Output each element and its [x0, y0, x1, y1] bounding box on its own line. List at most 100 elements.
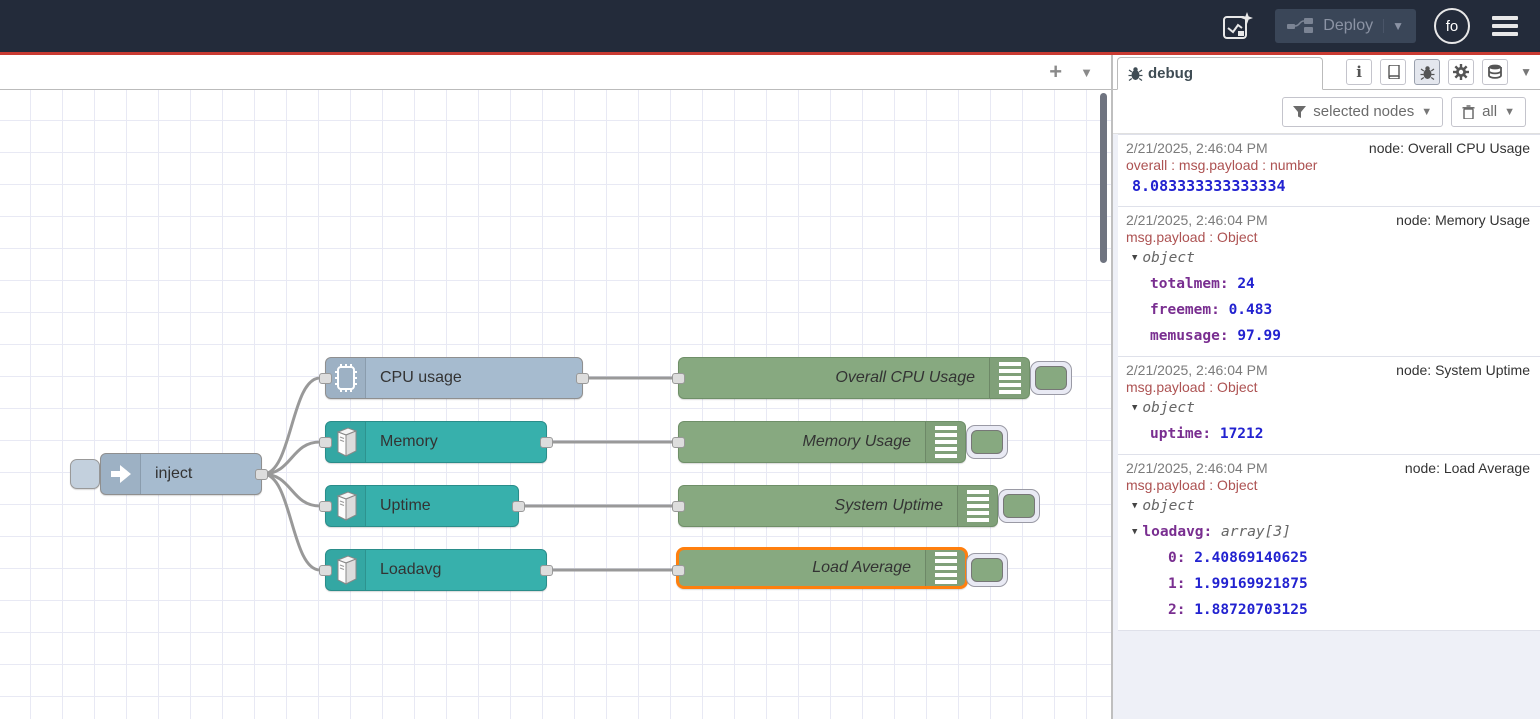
wire[interactable] [262, 472, 321, 572]
tab-debug-label: debug [1148, 65, 1193, 82]
book-icon [1386, 65, 1401, 79]
node-memory[interactable]: Memory [319, 421, 553, 463]
canvas-vertical-scrollbar[interactable] [1100, 93, 1107, 263]
object-value: 24 [1237, 276, 1255, 292]
node-label: Memory Usage [802, 433, 911, 450]
input-port[interactable] [319, 437, 332, 448]
output-port[interactable] [255, 469, 268, 480]
debug-message-list[interactable]: 2/21/2025, 2:46:04 PM node: Overall CPU … [1113, 134, 1540, 719]
object-key: freemem: [1150, 302, 1220, 318]
deploy-label: Deploy [1323, 17, 1374, 34]
wire[interactable] [262, 440, 321, 476]
object-value: 0.483 [1228, 302, 1273, 318]
sidebar-options-caret[interactable]: ▼ [1520, 65, 1532, 79]
wire[interactable] [262, 376, 321, 476]
node-inject[interactable]: inject [100, 453, 268, 495]
cpu-chip-icon [326, 358, 366, 398]
debug-enable-toggle[interactable] [1030, 361, 1072, 395]
debug-message: 2/21/2025, 2:46:04 PM node: Overall CPU … [1118, 134, 1540, 207]
inject-arrow-icon [101, 454, 141, 494]
input-port[interactable] [319, 373, 332, 384]
help-tab-button[interactable] [1380, 59, 1407, 85]
config-nodes-tab-button[interactable] [1448, 59, 1475, 85]
collapse-caret[interactable]: ▼ [1132, 501, 1138, 511]
deploy-icon [1287, 18, 1314, 34]
input-port[interactable] [672, 373, 685, 384]
flow-assistant-button[interactable] [1217, 8, 1257, 44]
debug-clear-button[interactable]: all ▼ [1451, 96, 1526, 127]
object-key: uptime: [1150, 426, 1212, 442]
trash-icon [1462, 104, 1475, 119]
collapse-caret[interactable]: ▼ [1132, 253, 1138, 263]
node-loadavg[interactable]: Loadavg [319, 549, 553, 591]
message-timestamp: 2/21/2025, 2:46:04 PM [1126, 212, 1268, 228]
object-type: object [1142, 498, 1195, 514]
output-port[interactable] [512, 501, 525, 512]
main-menu-button[interactable] [1488, 12, 1522, 40]
input-port[interactable] [319, 501, 332, 512]
flow-workspace: + ▼ [0, 55, 1112, 719]
collapse-caret[interactable]: ▼ [1132, 527, 1138, 537]
node-cpu-usage[interactable]: CPU usage [319, 357, 589, 399]
deploy-options-caret[interactable]: ▼ [1383, 19, 1404, 33]
object-key: loadavg: [1142, 524, 1213, 540]
message-source-node: node: Overall CPU Usage [1368, 140, 1530, 156]
debug-console-icon [989, 358, 1029, 398]
debug-enable-toggle[interactable] [966, 425, 1008, 459]
context-data-tab-button[interactable] [1482, 59, 1509, 85]
debug-enable-toggle[interactable] [998, 489, 1040, 523]
output-port[interactable] [540, 437, 553, 448]
object-value: 97.99 [1237, 328, 1281, 344]
node-debug-overall-cpu-usage[interactable]: Overall CPU Usage [672, 357, 1030, 399]
deploy-button[interactable]: Deploy ▼ [1275, 9, 1416, 43]
debug-enable-toggle[interactable] [966, 553, 1008, 587]
node-label: CPU usage [380, 369, 462, 386]
input-port[interactable] [319, 565, 332, 576]
node-label: Load Average [812, 559, 911, 576]
debug-clear-label: all [1482, 103, 1498, 120]
node-label: Overall CPU Usage [835, 369, 975, 386]
workspace-tabbar: + ▼ [0, 55, 1111, 90]
debug-message: 2/21/2025, 2:46:04 PM node: Memory Usage… [1118, 207, 1540, 357]
database-icon [1487, 64, 1503, 80]
message-source-node: node: Load Average [1404, 460, 1530, 476]
wire[interactable] [262, 472, 321, 508]
debug-tab-button[interactable] [1414, 59, 1441, 85]
bug-icon [1128, 66, 1143, 81]
node-label: Memory [380, 433, 438, 450]
message-timestamp: 2/21/2025, 2:46:04 PM [1126, 460, 1268, 476]
message-property: overall : msg.payload : number [1126, 157, 1318, 173]
message-timestamp: 2/21/2025, 2:46:04 PM [1126, 140, 1268, 156]
debug-filter-row: selected nodes ▼ all ▼ [1113, 90, 1540, 134]
gear-icon [1453, 64, 1470, 80]
output-port[interactable] [576, 373, 589, 384]
flow-list-caret[interactable]: ▼ [1080, 64, 1093, 80]
message-source-node: node: Memory Usage [1396, 212, 1530, 228]
node-label: Uptime [380, 497, 431, 514]
info-tab-button[interactable]: i [1346, 59, 1373, 85]
message-property: msg.payload : Object [1126, 379, 1258, 395]
flow-canvas[interactable]: inject CPU usage [0, 90, 1111, 719]
collapse-caret[interactable]: ▼ [1132, 403, 1138, 413]
add-flow-button[interactable]: + [1049, 59, 1063, 84]
user-avatar[interactable]: fo [1434, 8, 1470, 44]
output-port[interactable] [540, 565, 553, 576]
sidebar-toolbar: i [1323, 59, 1532, 89]
input-port[interactable] [672, 437, 685, 448]
tab-debug[interactable]: debug [1117, 57, 1323, 90]
debug-filter-button[interactable]: selected nodes ▼ [1282, 96, 1444, 127]
node-uptime[interactable]: Uptime [319, 485, 525, 527]
array-value: 1.88720703125 [1194, 602, 1308, 618]
node-debug-memory-usage[interactable]: Memory Usage [672, 421, 966, 463]
node-debug-load-average[interactable]: Load Average [672, 547, 968, 589]
input-port[interactable] [672, 565, 685, 576]
object-key: memusage: [1150, 328, 1229, 344]
node-debug-system-uptime[interactable]: System Uptime [672, 485, 998, 527]
computer-tower-icon [326, 486, 366, 526]
array-value: 2.40869140625 [1194, 550, 1308, 566]
debug-message: 2/21/2025, 2:46:04 PM node: System Uptim… [1118, 357, 1540, 455]
input-port[interactable] [672, 501, 685, 512]
inject-trigger-button[interactable] [70, 459, 100, 489]
computer-tower-icon [326, 422, 366, 462]
node-label: inject [155, 465, 193, 482]
